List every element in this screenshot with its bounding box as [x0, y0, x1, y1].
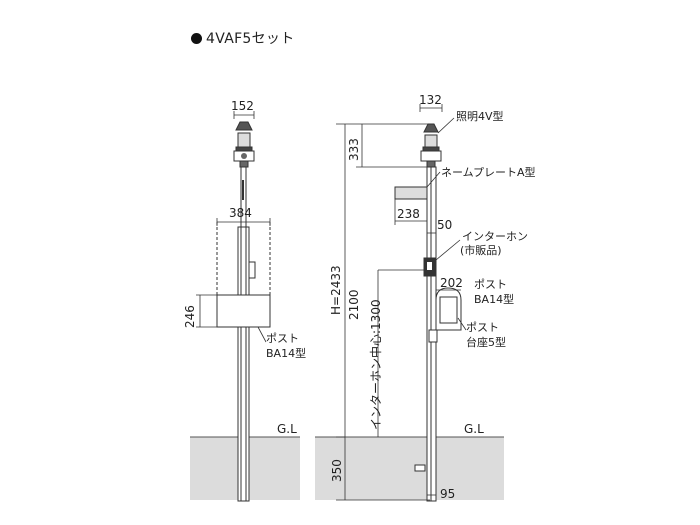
side-dim-interphone-height: 2100 [347, 289, 361, 320]
front-dim-lamp-width: 152 [231, 99, 254, 113]
side-mailbox-label-1: ポスト [474, 278, 507, 291]
side-dim-gap: 50 [437, 218, 452, 232]
side-lamp [420, 123, 442, 168]
ground-right [315, 437, 504, 500]
side-dim-base: 95 [440, 487, 455, 501]
side-interphone-label-1: インターホン [462, 230, 528, 243]
side-dim-lamp-height: 333 [347, 138, 361, 161]
side-stand-label-1: ポスト [466, 321, 499, 334]
side-stand-label-2: 台座5型 [466, 335, 506, 349]
front-mailbox-label-1: ポスト [266, 332, 299, 345]
front-dimensions [196, 111, 271, 343]
side-dim-lamp-width: 132 [419, 93, 442, 107]
ground-label-right: G.L [464, 422, 484, 436]
side-view [394, 123, 462, 502]
side-dim-mailbox-depth: 202 [440, 276, 463, 290]
side-dim-interphone-center: インターホン中心:1300 [368, 299, 383, 430]
front-dim-mailbox-height: 246 [183, 305, 197, 328]
front-lamp [233, 121, 255, 168]
front-dim-post-width: 384 [229, 206, 252, 220]
ground-label-left: G.L [277, 422, 297, 436]
bullet-dot-icon [191, 32, 202, 44]
side-dim-depth: 350 [330, 459, 344, 482]
front-mailbox-label-2: BA14型 [266, 346, 306, 360]
title-text: 4VAF5セット [206, 31, 295, 47]
side-interphone-label-2: (市販品) [460, 243, 502, 257]
diagram-title: 4VAF5セット [191, 28, 295, 48]
side-dim-nameplate: 238 [397, 207, 420, 221]
side-nameplate-label: ネームプレートA型 [441, 165, 536, 179]
side-mailbox-label-2: BA14型 [474, 292, 514, 306]
side-dimensions [336, 104, 467, 501]
front-view [216, 121, 271, 502]
side-lamp-label: 照明4V型 [456, 109, 504, 123]
side-dim-total-height: H=2433 [329, 265, 343, 315]
